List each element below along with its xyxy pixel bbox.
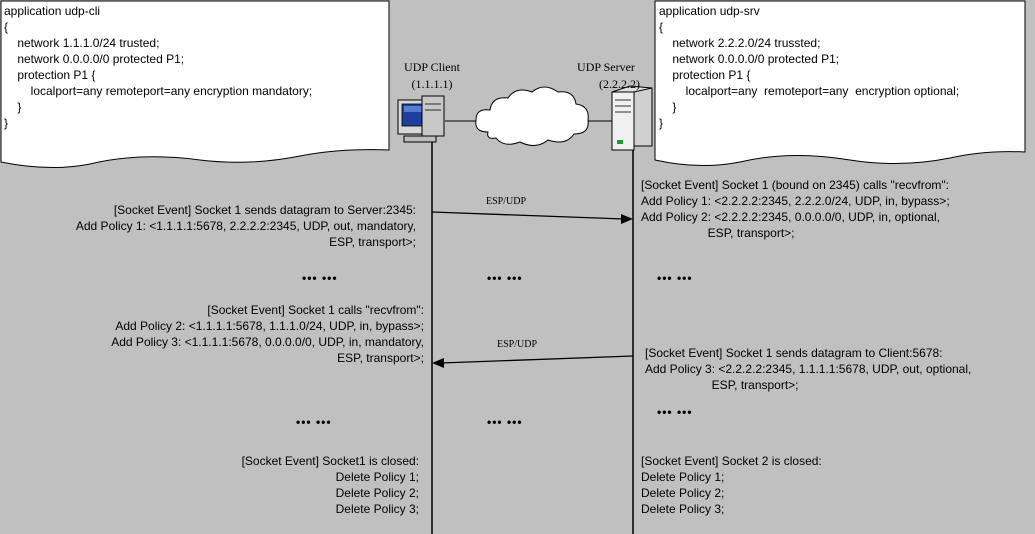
config-line: localport=any remoteport=any encryption … [659,84,960,98]
server-icon [611,85,653,151]
config-line: } [4,100,22,114]
event-line: Delete Policy 3; [335,502,419,516]
client-config-note: application udp-cli { network 1.1.1.0/24… [4,3,384,131]
client-event-send: [Socket Event] Socket 1 sends datagram t… [76,202,416,250]
config-line: application udp-srv [659,4,760,18]
event-line: Add Policy 1: <2.2.2.2:2345, 2.2.2.0/24,… [641,194,950,208]
config-line: network 0.0.0.0/0 protected P1; [659,52,840,66]
server-label: UDP Server (2.2.2.2) [566,60,646,92]
server-event-send: [Socket Event] Socket 1 sends datagram t… [645,345,971,393]
config-line: protection P1 { [4,68,96,82]
server-address: (2.2.2.2) [599,77,640,91]
event-line: Add Policy 2: <2.2.2.2:2345, 0.0.0.0/0, … [641,210,940,224]
event-line: ESP, transport>; [329,235,416,249]
ellipsis: ••• ••• [657,405,693,419]
event-line: Delete Policy 3; [641,502,725,516]
ellipsis: ••• ••• [487,271,523,285]
event-line: Delete Policy 1; [641,470,725,484]
event-line: [Socket Event] Socket 1 sends datagram t… [113,203,416,217]
event-line: Add Policy 1: <1.1.1.1:5678, 2.2.2.2:234… [75,219,416,233]
message-label-1: ESP/UDP [486,196,527,207]
config-line: { [4,20,9,34]
event-line: [Socket Event] Socket 2 is closed: [641,454,822,468]
config-line: network 2.2.2.0/24 trussted; [659,36,821,50]
config-line: { [659,20,664,34]
event-line: [Socket Event] Socket1 is closed: [241,454,419,468]
config-line: localport=any remoteport=any encryption … [4,84,313,98]
event-line: Add Policy 3: <1.1.1.1:5678, 0.0.0.0/0, … [111,335,424,349]
config-line: } [4,116,9,130]
computer-icon [397,95,445,143]
config-line: network 1.1.1.0/24 trusted; [4,36,160,50]
server-name: UDP Server [577,60,635,74]
client-address: (1.1.1.1) [411,77,453,91]
event-line: Delete Policy 2; [641,486,725,500]
ellipsis: ••• ••• [302,271,338,285]
event-line: ESP, transport>; [645,378,799,392]
event-line: [Socket Event] Socket 1 calls "recvfrom"… [207,303,424,317]
event-line: Delete Policy 2; [335,486,419,500]
ellipsis: ••• ••• [296,415,332,429]
client-label: UDP Client (1.1.1.1) [392,60,472,92]
client-name: UDP Client [404,60,460,74]
event-line: ESP, transport>; [337,351,424,365]
server-event-close: [Socket Event] Socket 2 is closed: Delet… [641,453,822,517]
event-line: ESP, transport>; [641,226,795,240]
server-event-recvfrom: [Socket Event] Socket 1 (bound on 2345) … [641,177,950,241]
event-line: Add Policy 2: <1.1.1.1:5678, 1.1.1.0/24,… [115,319,424,333]
server-config-note-shape [654,0,1026,167]
config-line: } [659,100,677,114]
message-label-2: ESP/UDP [497,339,538,350]
config-line: application udp-cli [4,4,101,18]
config-line: protection P1 { [659,68,751,82]
client-event-recvfrom: [Socket Event] Socket 1 calls "recvfrom"… [111,302,424,366]
config-line: } [659,116,664,130]
event-line: [Socket Event] Socket 1 sends datagram t… [645,346,943,360]
config-line: network 0.0.0.0/0 protected P1; [4,52,185,66]
cloud-icon [475,86,589,146]
client-config-note-shape [0,0,390,169]
client-event-close: [Socket Event] Socket1 is closed: Delete… [242,453,419,517]
event-line: [Socket Event] Socket 1 (bound on 2345) … [641,178,950,192]
event-line: Add Policy 3: <2.2.2.2:2345, 1.1.1.1:567… [645,362,972,376]
event-line: Delete Policy 1; [335,470,419,484]
ellipsis: ••• ••• [487,415,523,429]
server-config-note: application udp-srv { network 2.2.2.0/24… [659,3,1025,131]
message-arrow-1 [431,211,633,224]
ellipsis: ••• ••• [657,271,693,285]
message-arrow-2 [432,355,634,368]
